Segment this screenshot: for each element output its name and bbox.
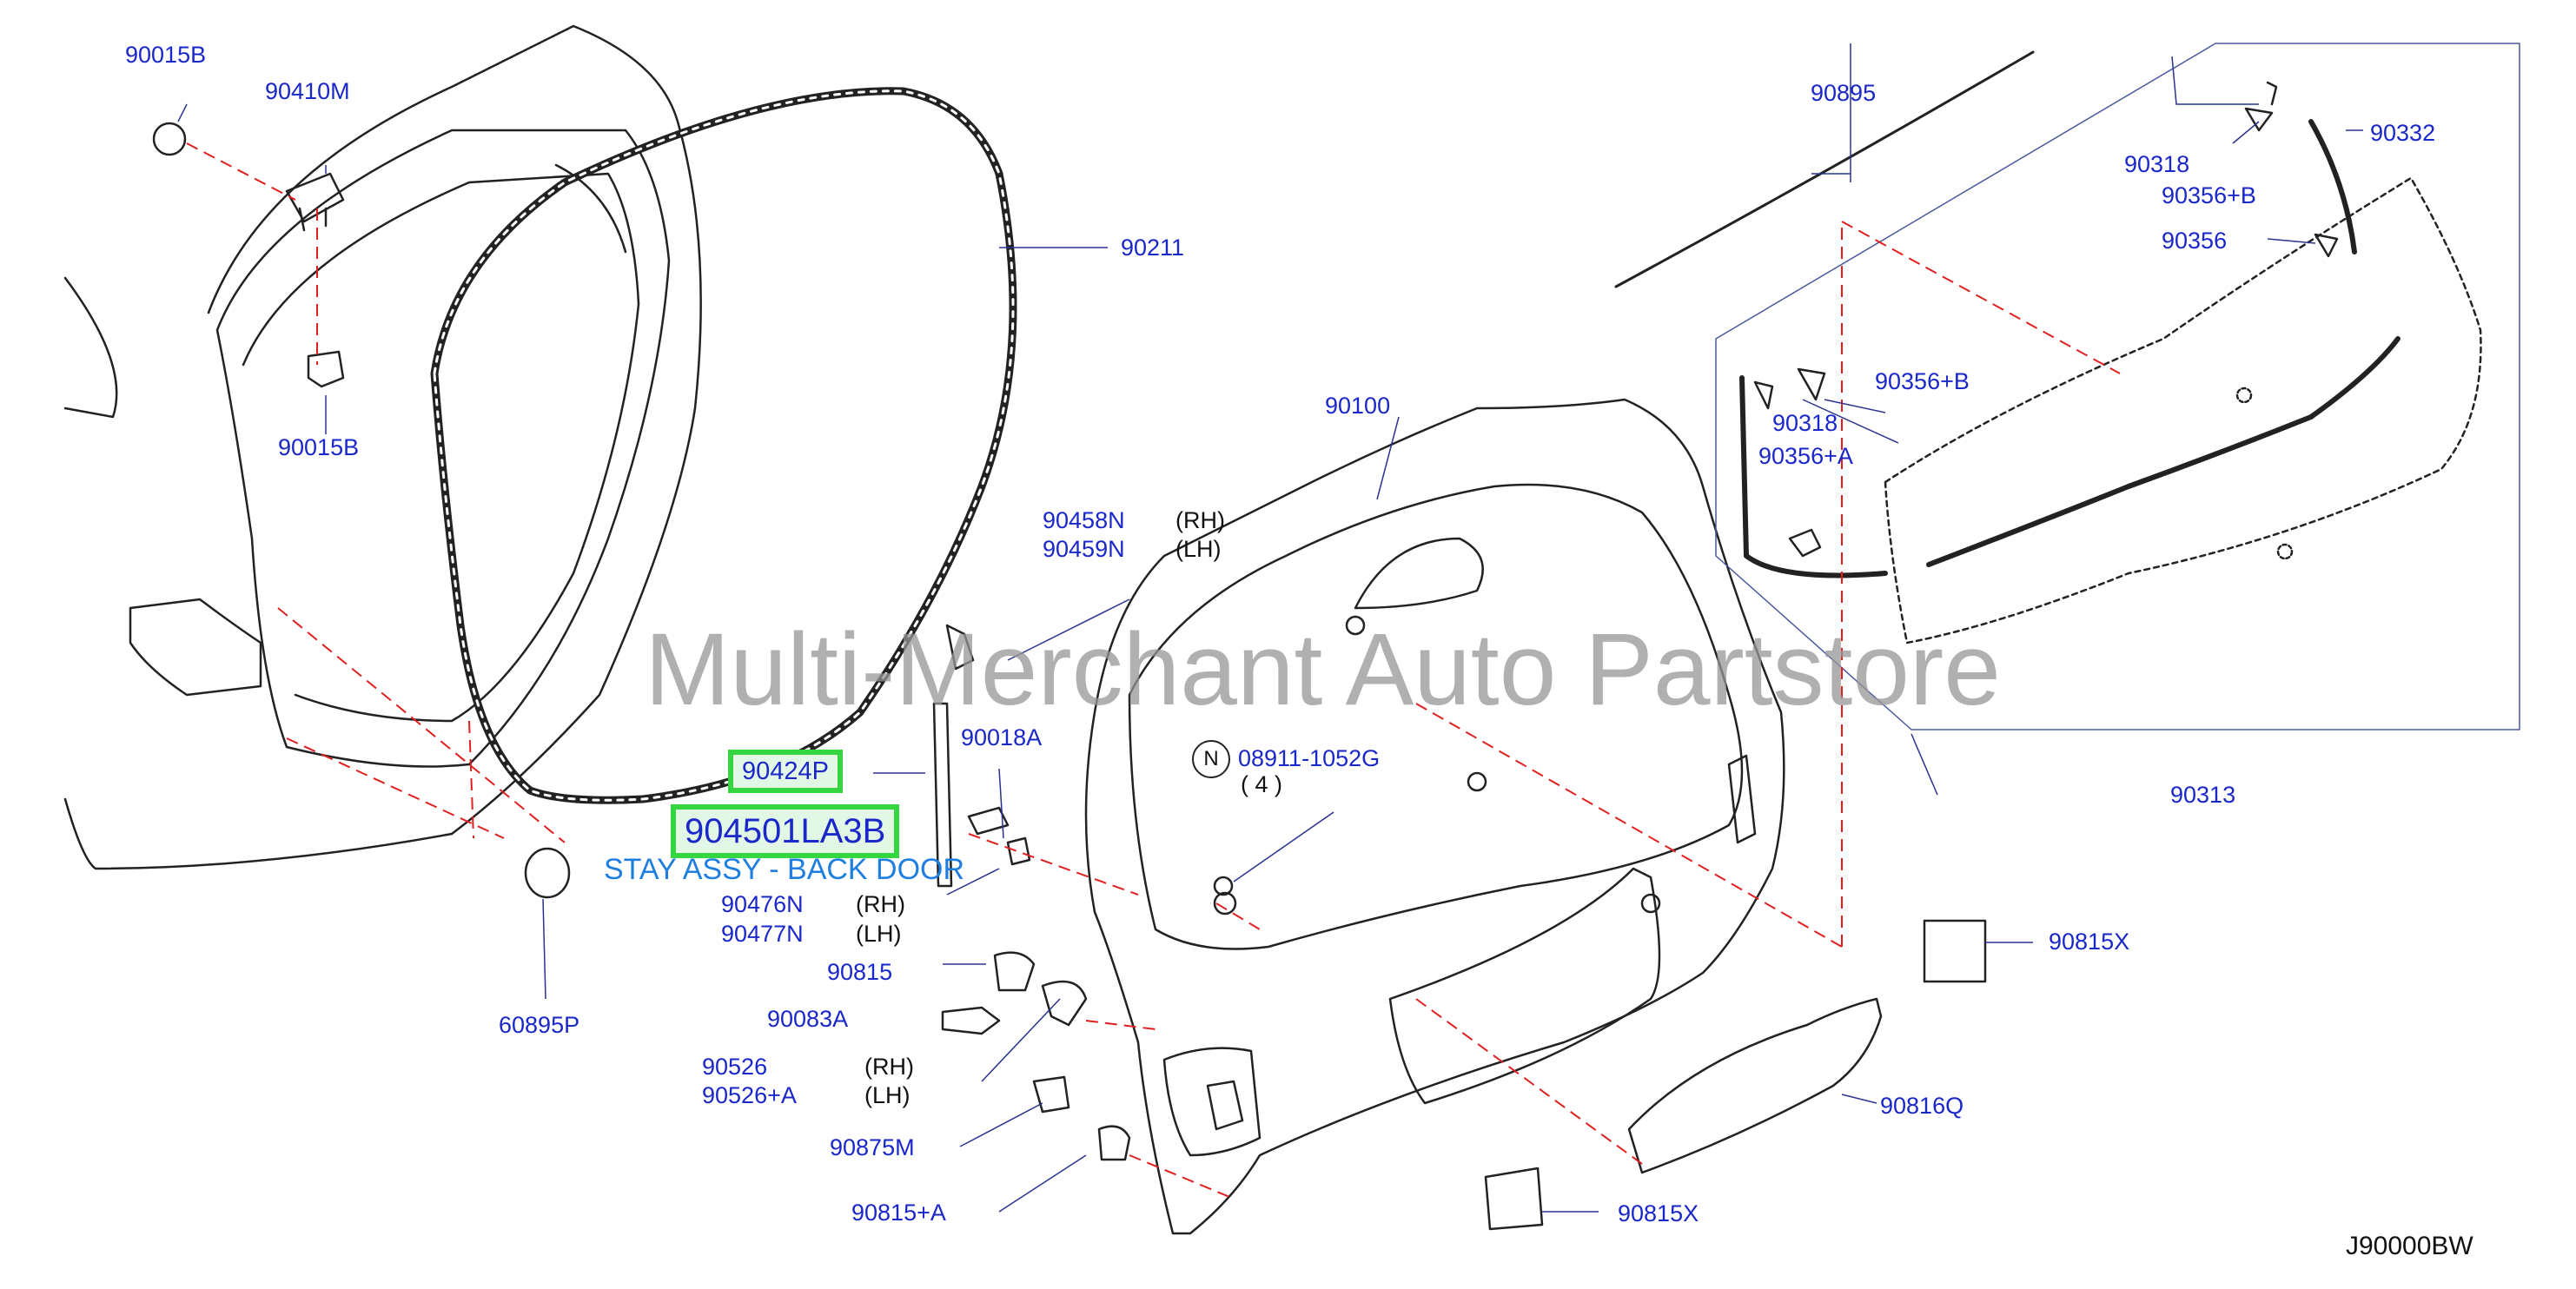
- label-lh-2: (LH): [856, 921, 902, 947]
- label-90815: 90815: [827, 959, 893, 985]
- label-90816Q: 90816Q: [1880, 1093, 1964, 1119]
- diagram-code: J90000BW: [2346, 1232, 2473, 1260]
- rear-glass: [1614, 50, 2482, 644]
- label-90815-A: 90815+A: [851, 1200, 946, 1226]
- label-90313: 90313: [2170, 782, 2236, 808]
- label-90100: 90100: [1325, 393, 1391, 419]
- label-90815X-bottom: 90815X: [1618, 1200, 1699, 1226]
- label-90410M: 90410M: [265, 78, 350, 104]
- label-90526-A: 90526+A: [702, 1082, 797, 1108]
- label-rh-3: (RH): [864, 1054, 914, 1080]
- label-lh-1: (LH): [1175, 536, 1222, 562]
- label-90356-A: 90356+A: [1758, 443, 1853, 469]
- label-90356-B-top: 90356+B: [2162, 182, 2256, 208]
- label-90018A: 90018A: [961, 724, 1043, 750]
- watermark: Multi-Merchant Auto Partstore: [645, 612, 2001, 727]
- label-90895: 90895: [1811, 80, 1877, 106]
- guide-lines: [186, 142, 2121, 1200]
- n-badge: N: [1192, 740, 1230, 778]
- label-90459N: 90459N: [1043, 536, 1125, 562]
- label-90476N: 90476N: [721, 891, 804, 917]
- label-90356: 90356: [2162, 228, 2228, 254]
- label-lh-3: (LH): [864, 1082, 911, 1108]
- highlight-904501LA3B: 904501LA3B: [671, 804, 900, 858]
- label-quantity: ( 4 ): [1241, 771, 1283, 797]
- label-90015B-bottom: 90015B: [278, 434, 360, 460]
- label-60895P: 60895P: [499, 1012, 580, 1038]
- label-90477N: 90477N: [721, 921, 804, 947]
- label-90332: 90332: [2370, 120, 2436, 146]
- leader-lines: [177, 43, 2363, 1213]
- small-hardware: [152, 81, 2339, 1231]
- highlight-90424P: 90424P: [728, 750, 843, 793]
- label-08911-1052G: 08911-1052G: [1238, 745, 1381, 771]
- stay-assy-description: STAY ASSY - BACK DOOR: [604, 853, 965, 886]
- label-90015B-top: 90015B: [125, 42, 207, 68]
- label-90211: 90211: [1121, 235, 1185, 261]
- vehicle-body-opening: [63, 24, 702, 870]
- label-90815X-right: 90815X: [2049, 929, 2130, 955]
- label-90458N: 90458N: [1043, 507, 1125, 533]
- label-90318-mid: 90318: [1772, 410, 1838, 436]
- label-90318-top: 90318: [2124, 151, 2190, 177]
- label-90356-B-mid: 90356+B: [1875, 368, 1970, 394]
- label-90875M: 90875M: [830, 1134, 915, 1160]
- label-rh-1: (RH): [1175, 507, 1225, 533]
- label-90083A: 90083A: [767, 1006, 849, 1032]
- back-door-panel: [1084, 398, 1785, 1235]
- label-90526: 90526: [702, 1054, 768, 1080]
- label-rh-2: (RH): [856, 891, 905, 917]
